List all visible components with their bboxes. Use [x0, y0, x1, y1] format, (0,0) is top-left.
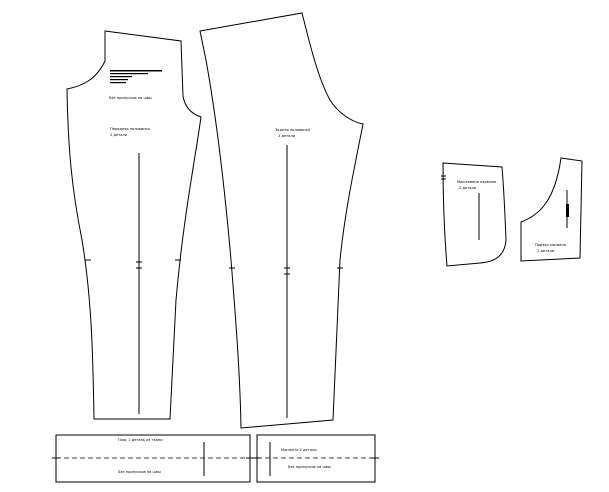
waistband-1-top-label: Пояс 1 деталь из ткани	[118, 438, 163, 442]
front-info-block	[110, 70, 162, 84]
waistband-1-bottom-label: Без припусков на швы	[118, 470, 161, 474]
front-trouser-piece: Без припусков на швы Передняя половинка …	[66, 30, 202, 420]
back-trouser-piece: Задняя половинка 2 детали	[199, 12, 364, 429]
pocket-bag-title-line-1: Подзор кармана	[535, 243, 566, 247]
front-title-line-2: 2 детали	[110, 133, 128, 137]
waistband-piece-2: Манжета 2 детали Без припусков на швы	[253, 434, 379, 483]
waistband-2-top-label: Манжета 2 детали	[281, 448, 317, 452]
pocket-bag-piece: Подзор кармана 2 детали	[520, 157, 583, 262]
waistband-piece-1: Пояс 1 деталь из ткани Без припусков на …	[52, 434, 254, 483]
waistband-2-bottom-label: Без припусков на швы	[288, 465, 331, 469]
pocket-facing-piece: Мешковина кармана 2 детали	[441, 162, 507, 267]
pocket-bag-title-line-2: 2 детали	[537, 249, 555, 253]
pocket-facing-title-line-1: Мешковина кармана	[457, 180, 496, 184]
front-seam-note: Без припусков на швы	[109, 96, 152, 100]
front-title-line-1: Передняя половинка	[110, 127, 150, 131]
pocket-facing-title-line-2: 2 детали	[459, 186, 477, 190]
back-title-line-2: 2 детали	[278, 134, 296, 138]
back-title-line-1: Задняя половинка	[275, 128, 310, 132]
